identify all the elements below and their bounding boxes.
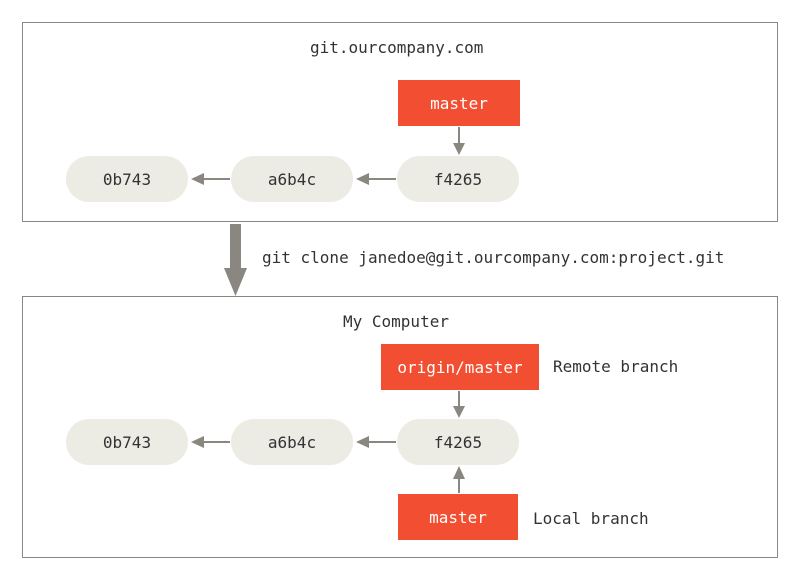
local-title: My Computer	[343, 312, 449, 331]
remote-branch-origin-master: origin/master	[381, 344, 539, 390]
local-master-branch: master	[398, 494, 518, 540]
server-commit-f4265: f4265	[397, 156, 519, 202]
clone-command-text: git clone janedoe@git.ourcompany.com:pro…	[262, 248, 725, 267]
server-title: git.ourcompany.com	[310, 38, 484, 57]
server-commit-0b743: 0b743	[66, 156, 188, 202]
local-commit-f4265: f4265	[397, 419, 519, 465]
server-commit-a6b4c: a6b4c	[231, 156, 353, 202]
server-master-branch: master	[398, 80, 520, 126]
clone-direction-arrow	[224, 224, 247, 296]
local-commit-0b743: 0b743	[66, 419, 188, 465]
local-commit-a6b4c: a6b4c	[231, 419, 353, 465]
remote-branch-label: Remote branch	[553, 357, 679, 376]
local-branch-label: Local branch	[533, 509, 649, 528]
